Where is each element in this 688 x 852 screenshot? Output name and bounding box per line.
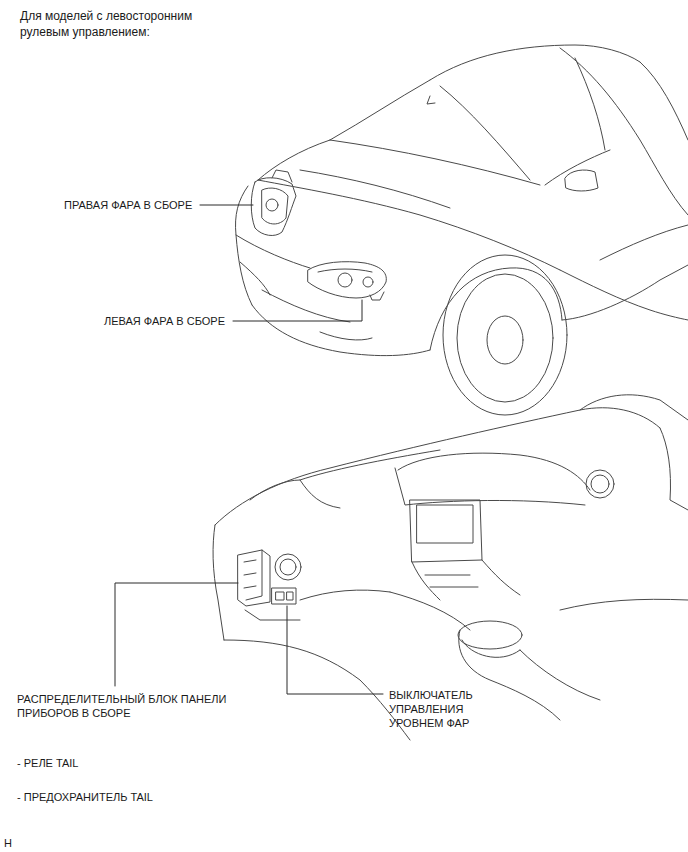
part-label: РАСПРЕДЕЛИТЕЛЬНЫЙ БЛОК ПАНЕЛИ ПРИБОРОВ В…: [17, 692, 247, 720]
heading: Для моделей с левосторонним рулевым упра…: [20, 8, 225, 40]
dashboard-illustration: [213, 395, 688, 740]
part-label: ВЫКЛЮЧАТЕЛЬ УПРАВЛЕНИЯ УРОВНЕМ ФАР: [389, 688, 489, 730]
note-text: - ПРЕДОХРАНИТЕЛЬ TAIL: [17, 790, 217, 804]
note-text: - РЕЛЕ TAIL: [17, 756, 217, 770]
headlight-assemblies: [251, 170, 386, 300]
part-label: ЛЕВАЯ ФАРА В СБОРЕ: [104, 314, 234, 328]
part-label: ПРАВАЯ ФАРА В СБОРЕ: [64, 198, 204, 212]
figure-code: H: [4, 836, 34, 850]
leader-lines: [115, 205, 383, 694]
car-illustration: [236, 45, 688, 415]
